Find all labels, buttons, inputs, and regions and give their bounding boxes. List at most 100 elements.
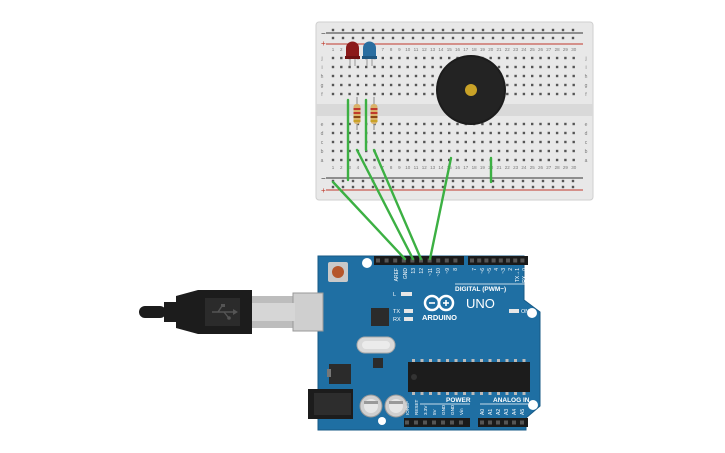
rail-hole — [571, 28, 575, 32]
breadboard-hole — [572, 140, 575, 144]
breadboard-hole — [572, 149, 575, 153]
breadboard-hole — [564, 65, 567, 69]
breadboard-hole — [531, 131, 534, 135]
rail-hole — [431, 185, 435, 189]
resistor-2[interactable] — [370, 97, 378, 130]
header-pin — [384, 258, 389, 263]
rail-hole — [451, 36, 455, 40]
rail-hole — [501, 36, 505, 40]
breadboard-col-number: 15 — [447, 47, 453, 52]
breadboard-hole — [514, 140, 517, 144]
breadboard-col-number: 26 — [538, 47, 544, 52]
header-pin — [427, 258, 432, 263]
breadboard-hole — [423, 140, 426, 144]
digital-pin-label: 8 — [453, 268, 459, 271]
digital-pin-label: 4 — [494, 268, 500, 271]
rail-hole — [531, 179, 535, 183]
mount-hole — [362, 258, 372, 268]
rail-hole — [451, 179, 455, 183]
breadboard-hole — [539, 122, 542, 126]
rail-hole — [511, 36, 515, 40]
breadboard-col-number: 26 — [538, 165, 544, 170]
rail-hole — [471, 179, 475, 183]
breadboard-col-number: 29 — [563, 165, 569, 170]
breadboard-hole — [331, 74, 335, 78]
digital-pin-label: 13 — [411, 268, 417, 274]
digital-pin-label: RX←0 — [522, 268, 528, 283]
breadboard-hole — [348, 83, 351, 87]
breadboard-hole — [356, 131, 360, 135]
breadboard-hole — [398, 83, 401, 87]
breadboard-labels: 1122334455667788991010111112121313141415… — [320, 47, 587, 170]
breadboard-hole — [406, 131, 409, 135]
header-pin — [498, 258, 503, 263]
reset-button[interactable] — [328, 262, 348, 282]
breadboard-hole — [340, 122, 343, 126]
breadboard-col-number: 8 — [390, 47, 393, 52]
rail-hole — [481, 28, 485, 32]
breadboard-hole — [340, 92, 343, 96]
resistor-1[interactable] — [353, 97, 361, 130]
breadboard-hole — [481, 131, 484, 135]
header-pin — [401, 258, 406, 263]
breadboard-hole — [514, 65, 517, 69]
breadboard-hole — [340, 149, 343, 153]
breadboard-col-number: 3 — [348, 165, 351, 170]
rail-hole — [461, 36, 465, 40]
dc-power-jack[interactable] — [308, 389, 353, 419]
piezo-buzzer[interactable] — [436, 55, 506, 125]
rail-hole — [501, 28, 505, 32]
header-pin — [484, 258, 489, 263]
breadboard-hole — [439, 140, 443, 144]
rail-hole — [351, 179, 355, 183]
power-label: POWER — [446, 397, 471, 404]
breadboard-hole — [423, 158, 426, 162]
breadboard-hole — [539, 149, 542, 153]
breadboard-hole — [506, 92, 509, 96]
rail-hole — [461, 185, 465, 189]
breadboard-hole — [431, 56, 434, 60]
rail-hole — [381, 179, 385, 183]
breadboard-row-letter: i — [321, 65, 322, 71]
breadboard-hole — [555, 56, 559, 60]
led-blue[interactable] — [362, 41, 377, 66]
breadboard-hole — [572, 74, 575, 78]
rail-hole — [521, 28, 525, 32]
breadboard-hole — [522, 65, 526, 69]
breadboard-hole — [539, 74, 542, 78]
breadboard-hole — [547, 65, 550, 69]
breadboard-hole — [522, 56, 526, 60]
breadboard-hole — [456, 140, 459, 144]
breadboard-hole — [348, 122, 351, 126]
breadboard-hole — [531, 56, 534, 60]
breadboard-hole — [389, 131, 393, 135]
header-pin — [450, 420, 454, 425]
bottom-header-pins — [405, 420, 524, 425]
rail-hole — [471, 185, 475, 189]
rail-hole — [501, 185, 505, 189]
usb-cable[interactable] — [139, 290, 324, 334]
breadboard-hole — [539, 65, 542, 69]
breadboard-hole — [331, 92, 335, 96]
rail-hole — [491, 28, 495, 32]
breadboard-row-letter: i — [585, 65, 586, 71]
rail-hole — [361, 28, 365, 32]
breadboard-hole — [381, 65, 384, 69]
breadboard-hole — [414, 92, 418, 96]
breadboard-hole — [555, 74, 559, 78]
breadboard-hole — [373, 131, 376, 135]
breadboard-hole — [331, 122, 335, 126]
breadboard-hole — [539, 92, 542, 96]
breadboard-hole — [340, 83, 343, 87]
breadboard-hole — [539, 140, 542, 144]
led-red[interactable] — [345, 41, 360, 66]
rail-hole — [481, 179, 485, 183]
breadboard-hole — [423, 122, 426, 126]
rail-hole — [351, 185, 355, 189]
breadboard-hole — [373, 158, 376, 162]
header-pin — [423, 420, 427, 425]
l-led — [401, 292, 412, 296]
breadboard-hole — [506, 83, 509, 87]
breadboard-hole — [572, 83, 575, 87]
